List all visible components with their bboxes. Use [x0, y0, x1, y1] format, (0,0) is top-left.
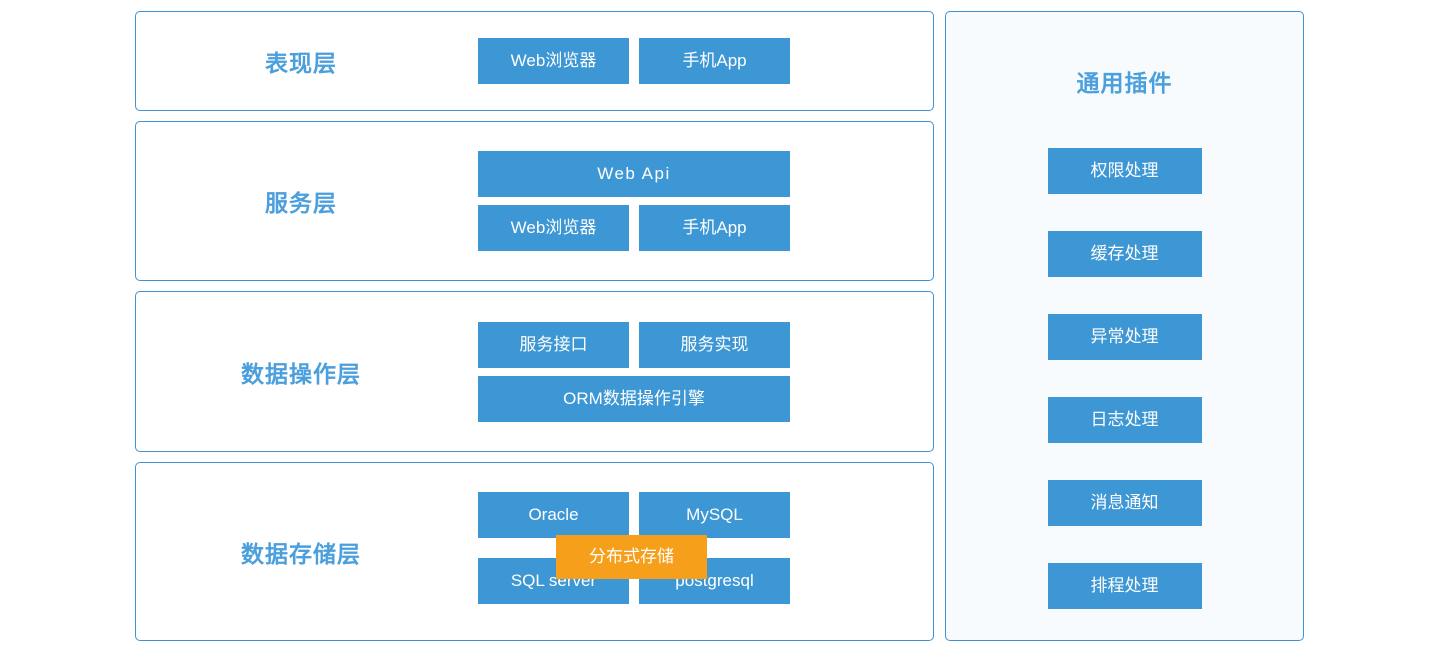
- plugin-item-scheduling[interactable]: 排程处理: [1047, 563, 1202, 609]
- box-web-browser[interactable]: Web浏览器: [478, 38, 629, 84]
- layer-title-presentation: 表现层: [265, 50, 337, 76]
- plugin-panel: 通用插件 权限处理 缓存处理 异常处理 日志处理 消息通知 排程处理: [945, 11, 1304, 641]
- layer-panel-presentation: 表现层 Web浏览器 手机App: [135, 11, 934, 111]
- layer-panel-service: 服务层 Web Api Web浏览器 手机App: [135, 121, 934, 281]
- plugin-item-cache[interactable]: 缓存处理: [1047, 231, 1202, 277]
- layer-title-service: 服务层: [265, 190, 337, 216]
- layer-panel-data-operation: 数据操作层 服务接口 服务实现 ORM数据操作引擎: [135, 291, 934, 452]
- box-row: 服务接口 服务实现: [478, 321, 790, 368]
- box-row: Web浏览器 手机App: [478, 205, 790, 251]
- layer-body-data-operation: 服务接口 服务实现 ORM数据操作引擎: [466, 321, 933, 422]
- box-service-interface[interactable]: 服务接口: [478, 321, 629, 368]
- box-mobile-app[interactable]: 手机App: [639, 38, 790, 84]
- layer-panel-data-storage: 数据存储层 Oracle MySQL SQL server postgresql…: [135, 462, 934, 641]
- box-service-implementation[interactable]: 服务实现: [639, 321, 790, 368]
- box-row: Web Api: [478, 151, 790, 197]
- layer-body-data-storage: Oracle MySQL SQL server postgresql 分布式存储: [466, 491, 933, 612]
- box-row: ORM数据操作引擎: [478, 375, 790, 422]
- plugin-list: 权限处理 缓存处理 异常处理 日志处理 消息通知 排程处理: [1047, 148, 1202, 609]
- plugin-item-notification[interactable]: 消息通知: [1047, 480, 1202, 526]
- plugin-item-exception[interactable]: 异常处理: [1047, 314, 1202, 360]
- layer-title-data-operation: 数据操作层: [241, 360, 361, 387]
- box-web-browser[interactable]: Web浏览器: [478, 205, 629, 251]
- box-mysql[interactable]: MySQL: [639, 491, 790, 538]
- storage-grid: Oracle MySQL SQL server postgresql 分布式存储: [478, 491, 790, 612]
- box-oracle[interactable]: Oracle: [478, 491, 629, 538]
- box-mobile-app[interactable]: 手机App: [639, 205, 790, 251]
- box-row: Web浏览器 手机App: [478, 38, 790, 84]
- layer-body-presentation: Web浏览器 手机App: [466, 38, 933, 84]
- plugin-panel-title: 通用插件: [1076, 70, 1173, 96]
- plugin-item-permission[interactable]: 权限处理: [1047, 148, 1202, 194]
- box-distributed-storage[interactable]: 分布式存储: [556, 534, 707, 579]
- layer-title-data-storage: 数据存储层: [241, 540, 361, 567]
- box-orm-engine[interactable]: ORM数据操作引擎: [478, 375, 790, 422]
- plugin-item-logging[interactable]: 日志处理: [1047, 397, 1202, 443]
- box-row: Oracle MySQL: [478, 491, 790, 538]
- layer-body-service: Web Api Web浏览器 手机App: [466, 151, 933, 251]
- box-web-api[interactable]: Web Api: [478, 151, 790, 197]
